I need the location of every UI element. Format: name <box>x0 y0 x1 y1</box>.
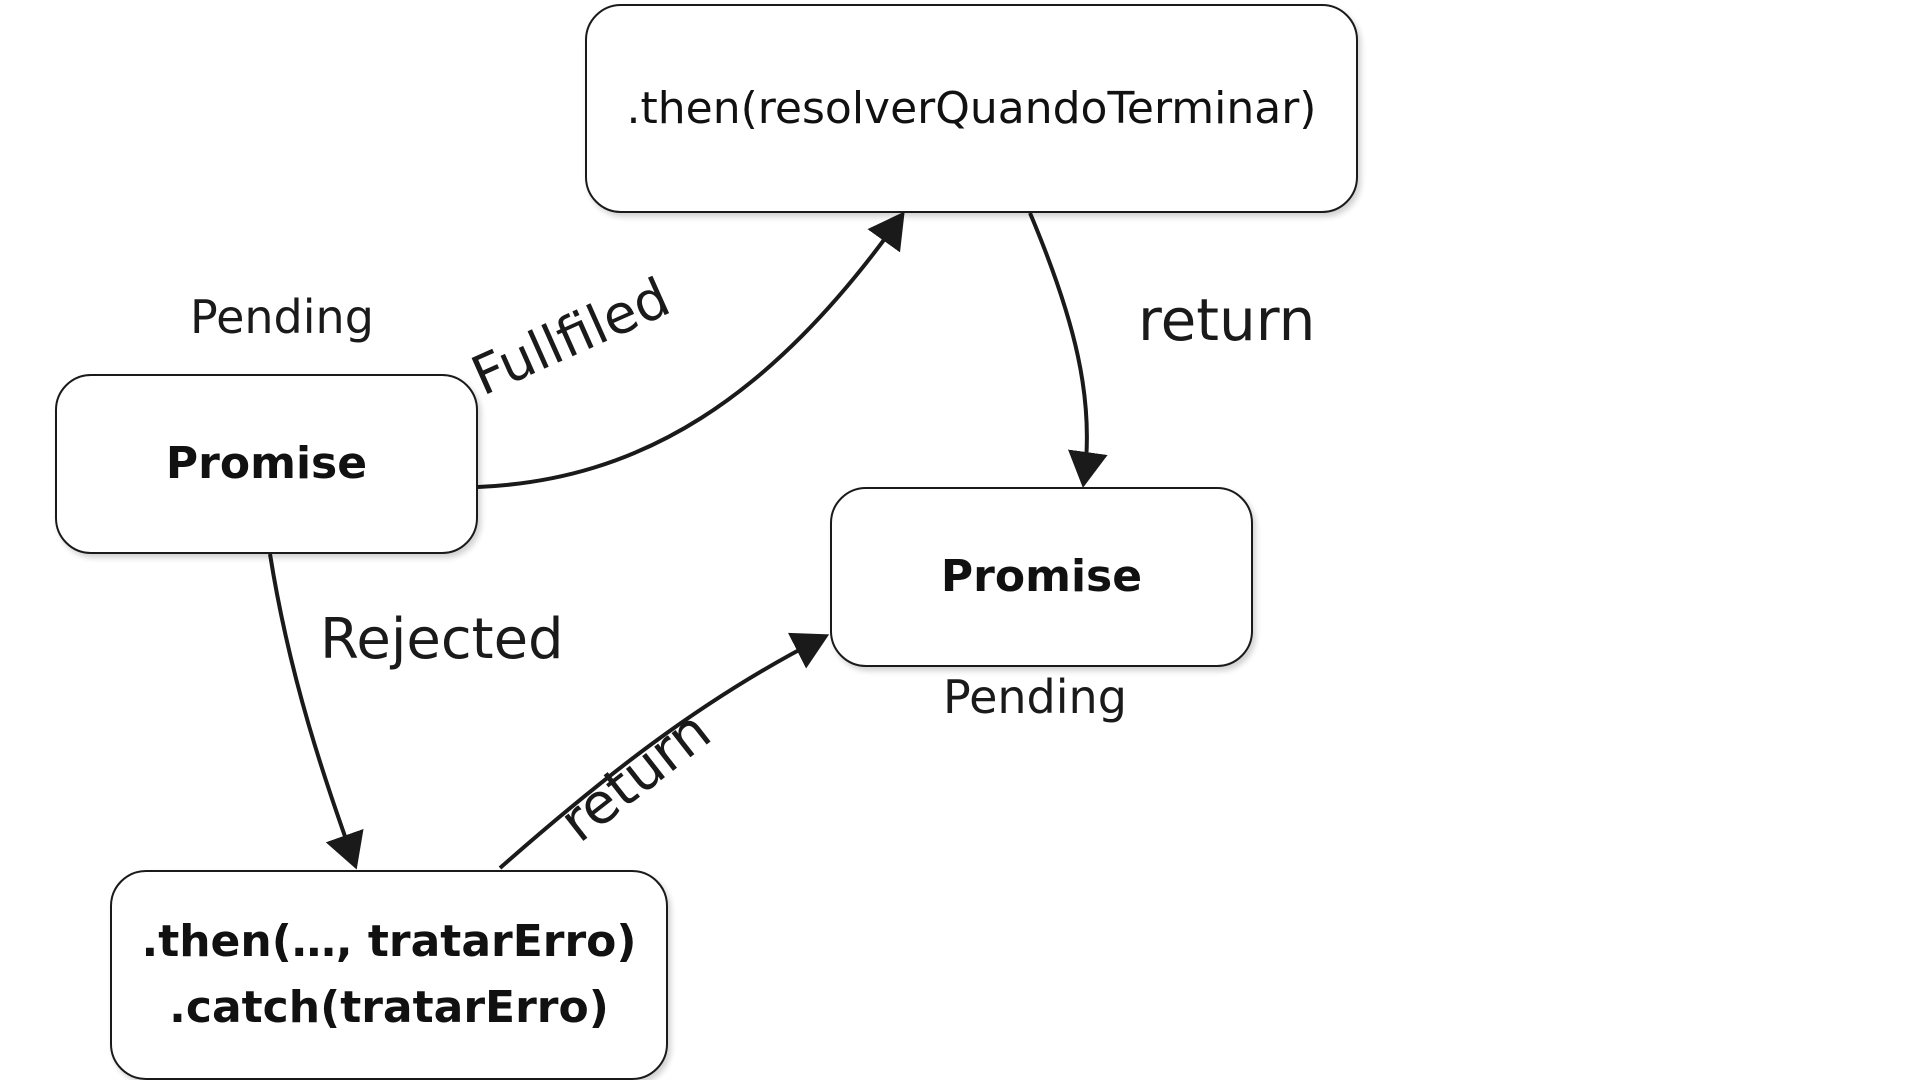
error-handler-node: .then(…, tratarErro) .catch(tratarErro) <box>110 870 668 1080</box>
promise-left-text: Promise <box>165 438 368 489</box>
then-resolver-node: .then(resolverQuandoTerminar) <box>585 4 1358 213</box>
arrow-fullfiled <box>477 211 905 489</box>
return-label-top: return <box>1138 286 1316 354</box>
pending-label-top: Pending <box>190 290 374 344</box>
arrow-return-bottom <box>498 632 830 870</box>
arrow-return-top <box>1028 212 1108 488</box>
promise-node-right: Promise <box>830 487 1253 667</box>
arrow-rejected <box>268 553 364 870</box>
error-handler-line2: .catch(tratarErro) <box>169 982 609 1033</box>
promise-right-text: Promise <box>940 551 1143 602</box>
pending-label-bottom: Pending <box>943 670 1127 724</box>
error-handler-line1: .then(…, tratarErro) <box>141 916 637 967</box>
then-resolver-text: .then(resolverQuandoTerminar) <box>626 82 1317 134</box>
rejected-label: Rejected <box>320 607 564 672</box>
promise-node-left: Promise <box>55 374 478 554</box>
